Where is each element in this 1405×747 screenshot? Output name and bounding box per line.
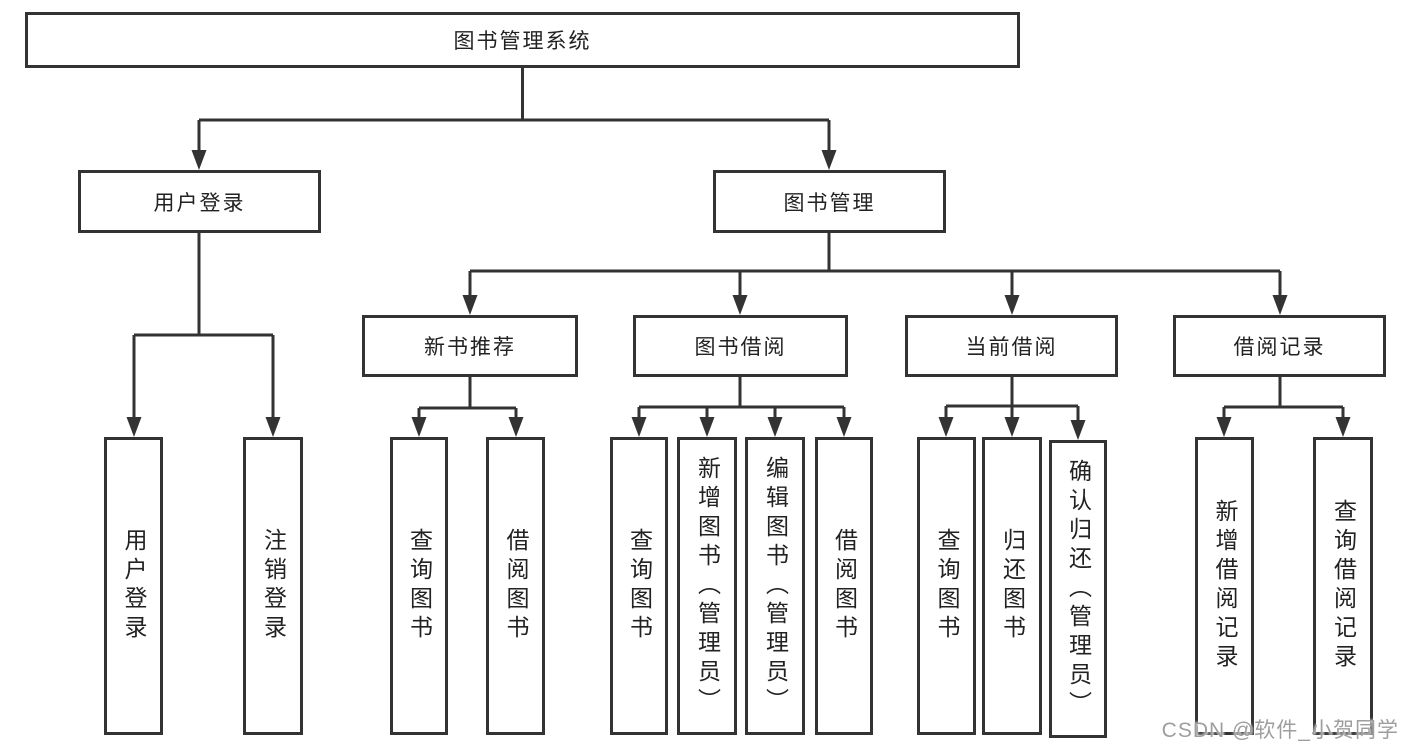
node-borrow-records: 借阅记录 bbox=[1173, 315, 1386, 377]
node-label: 借阅记录 bbox=[1233, 336, 1326, 359]
node-book-borrow: 图书借阅 bbox=[633, 315, 848, 377]
leaf-label: 新增借阅记录 bbox=[1212, 499, 1238, 673]
leaf-label: 查询图书 bbox=[406, 528, 433, 644]
leaf-edit-book-admin: 编辑图书（管理员） bbox=[745, 437, 805, 735]
leaf-query-books-recommend: 查询图书 bbox=[390, 437, 448, 735]
connector-user-login-split bbox=[126, 233, 281, 437]
node-label: 用户登录 bbox=[153, 191, 246, 215]
leaf-label: 用户登录 bbox=[121, 528, 147, 644]
leaf-confirm-return-admin: 确认归还（管理员） bbox=[1049, 440, 1107, 738]
node-label: 图书管理 bbox=[783, 191, 876, 215]
leaf-logout: 注销登录 bbox=[243, 437, 303, 735]
node-new-book-recommend: 新书推荐 bbox=[362, 315, 578, 377]
leaf-label: 查询图书 bbox=[626, 528, 653, 644]
leaf-query-borrow-record: 查询借阅记录 bbox=[1313, 437, 1373, 735]
leaf-label: 查询借阅记录 bbox=[1330, 499, 1357, 673]
leaf-add-borrow-record: 新增借阅记录 bbox=[1195, 437, 1254, 735]
node-label: 新书推荐 bbox=[424, 336, 516, 359]
watermark: CSDN @软件_小贺同学 bbox=[1161, 719, 1399, 742]
leaf-add-book-admin: 新增图书（管理员） bbox=[677, 437, 737, 735]
leaf-label: 编辑图书（管理员） bbox=[762, 455, 789, 717]
leaf-borrow-books: 借阅图书 bbox=[815, 437, 873, 735]
connector-borrow-records-split bbox=[1216, 377, 1351, 437]
leaf-label: 注销登录 bbox=[260, 528, 287, 644]
node-library-management-system: 图书管理系统 bbox=[25, 12, 1020, 68]
leaf-label: 查询图书 bbox=[934, 528, 960, 644]
leaf-borrow-books-recommend: 借阅图书 bbox=[486, 437, 545, 735]
leaf-label: 归还图书 bbox=[999, 528, 1026, 644]
leaf-label: 新增图书（管理员） bbox=[694, 455, 721, 717]
node-label: 图书借阅 bbox=[694, 336, 787, 359]
leaf-user-login: 用户登录 bbox=[104, 437, 163, 735]
connector-book-management-split bbox=[462, 233, 1288, 315]
leaf-return-book: 归还图书 bbox=[982, 437, 1042, 735]
connector-new-book-recommend-split bbox=[411, 377, 524, 437]
leaf-label: 确认归还（管理员） bbox=[1065, 458, 1092, 720]
connector-current-borrow-split bbox=[938, 377, 1086, 440]
node-book-management: 图书管理 bbox=[713, 170, 946, 233]
node-current-borrow: 当前借阅 bbox=[905, 315, 1118, 377]
leaf-label: 借阅图书 bbox=[831, 528, 858, 644]
leaf-query-books-current: 查询图书 bbox=[917, 437, 976, 735]
node-label: 当前借阅 bbox=[965, 336, 1058, 359]
connector-book-borrow-split bbox=[631, 377, 852, 437]
node-user-login: 用户登录 bbox=[78, 170, 321, 233]
node-label: 图书管理系统 bbox=[453, 30, 592, 53]
leaf-label: 借阅图书 bbox=[503, 528, 529, 644]
leaf-query-books-borrow: 查询图书 bbox=[610, 437, 668, 735]
connector-root-split bbox=[191, 68, 837, 170]
